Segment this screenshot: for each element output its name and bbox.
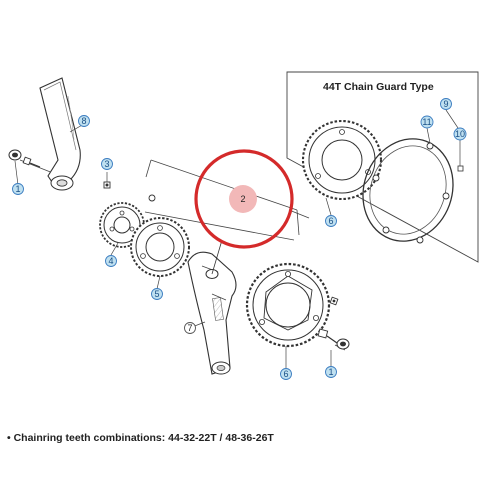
highlight-ring [194, 149, 294, 249]
crank-fixing-bolt [8, 149, 41, 168]
callout-6-guard-label: 6 [328, 216, 333, 226]
callout-6-main-label: 6 [283, 369, 288, 379]
bottom-bracket-bolts [317, 296, 350, 350]
callout-1-bottom[interactable]: 1 [325, 366, 337, 378]
callout-3[interactable]: 3 [101, 158, 113, 170]
callout-1-bottom-label: 1 [328, 367, 333, 377]
guard-chainring [301, 119, 383, 201]
left-crank-arm [39, 77, 81, 191]
leader-lines [14, 109, 461, 368]
callout-10-label: 10 [455, 129, 465, 139]
callout-2-badge[interactable] [229, 185, 257, 213]
callout-6-main[interactable]: 6 [280, 368, 292, 380]
callout-11-label: 11 [422, 117, 431, 127]
callout-5-label: 5 [154, 289, 159, 299]
callout-8[interactable]: 8 [78, 115, 90, 127]
callout-7-label: 7 [187, 323, 192, 333]
callout-6-guard[interactable]: 6 [325, 215, 337, 227]
large-chainring [245, 262, 331, 348]
middle-chainring [130, 194, 190, 277]
right-crank-arm [187, 239, 237, 375]
chain-guard-box [286, 71, 479, 263]
callout-2-label: 2 [240, 194, 245, 204]
callout-8-label: 8 [81, 116, 86, 126]
callout-10[interactable]: 10 [453, 127, 467, 141]
callout-9-label: 9 [443, 99, 448, 109]
callout-5[interactable]: 5 [151, 288, 163, 300]
chainring-combinations-caption: • Chainring teeth combinations: 44-32-22… [7, 432, 274, 444]
callout-4[interactable]: 4 [105, 255, 117, 267]
small-chainring [99, 202, 145, 248]
callout-1-top-label: 1 [15, 184, 20, 194]
chainring-bolt-small [103, 181, 111, 189]
chain-guard-title: 44T Chain Guard Type [323, 81, 434, 93]
callout-7[interactable]: 7 [184, 322, 196, 334]
callout-9[interactable]: 9 [440, 98, 452, 110]
callout-4-label: 4 [108, 256, 113, 266]
chain-guard-ring [362, 138, 464, 244]
callout-3-label: 3 [104, 159, 109, 169]
callout-11[interactable]: 11 [420, 115, 434, 129]
callout-1-top[interactable]: 1 [12, 183, 24, 195]
